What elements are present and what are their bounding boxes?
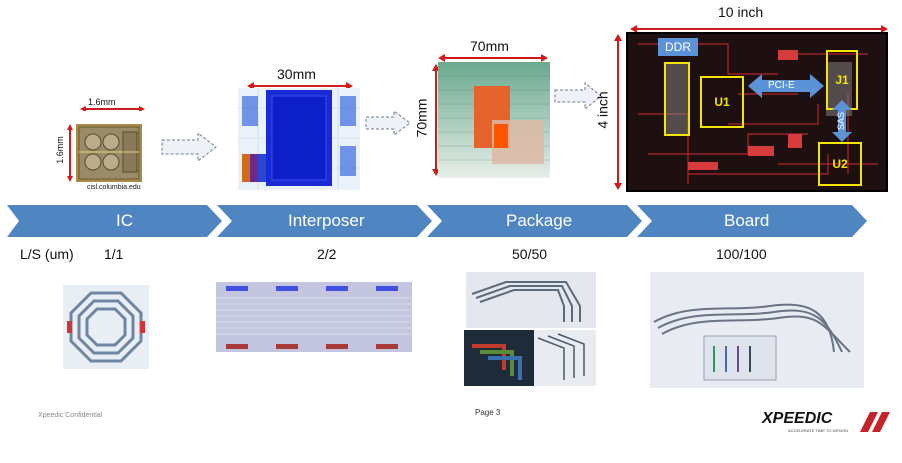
board-trace-image [650,272,864,388]
interposer-trace-image [216,282,412,352]
dashed-arrow-1 [161,131,217,163]
stage-label-ic: IC [116,211,133,230]
ic-dimension-height: 1.6mm [54,123,74,183]
ic-width-label: 1.6mm [88,97,116,107]
stage-chevron-package [427,205,642,237]
xpeedic-logo: XPEEDIC ACCELERATE TIME TO DESIGN [762,410,894,436]
dashed-arrow-2 [365,110,411,136]
package-3d-image-2 [534,330,596,386]
ls-ic: 1/1 [104,246,124,262]
ic-dimension-width: 1.6mm [78,97,148,111]
package-width-arrow [438,54,548,62]
board-pcie-label: PCI-E [768,80,795,91]
stage-label-package: Package [506,211,573,230]
package-trace-image [466,272,596,328]
ic-inductor-image [63,285,149,369]
board-height-label: 4 inch [594,91,611,129]
ls-interposer: 2/2 [317,246,337,262]
dashed-arrow-3 [554,81,602,111]
interposer-dimension-width: 30mm [245,66,355,90]
stage-chevron-interposer [217,205,432,237]
package-height-label: 70mm [413,98,430,138]
board-ddr-highlight [664,62,690,136]
ic-die-image [76,124,142,182]
interposer-width-label: 30mm [277,66,316,82]
package-image [438,62,550,178]
ls-board: 100/100 [716,246,767,262]
footer-page-number: Page 3 [475,408,501,417]
ic-height-label: 1.6mm [54,136,65,164]
ic-height-arrow [67,124,73,182]
board-ddr-label: DDR [665,40,691,54]
board-width-label: 10 inch [718,4,764,20]
ls-header: L/S (um) [20,246,74,262]
board-ddr-callout: DDR [658,38,698,56]
board-pcie-arrow [748,74,824,98]
board-sas-label: SAS [836,111,847,131]
stage-chevron-board [637,205,867,237]
board-u1-label: U1 [714,95,730,109]
stage-label-board: Board [724,211,770,230]
board-u2-highlight: U2 [818,142,862,186]
board-sas-arrow [832,100,852,142]
interposer-width-arrow [247,82,353,90]
board-height-arrow [614,34,622,190]
package-dimension-height: 70mm [413,62,438,178]
footer-confidential: Xpeedic Confidential [38,412,103,419]
ic-credit: cisl.columbia.edu [87,184,141,191]
board-dimension-height: 4 inch [594,32,622,192]
package-width-label: 70mm [470,38,509,54]
stage-band [7,205,867,237]
ls-package: 50/50 [512,246,548,262]
board-u1-highlight: U1 [700,76,744,128]
board-image: DDR U1 PCI-E J1 SAS U2 [626,32,888,192]
board-dimension-width: 10 inch [628,4,890,34]
logo-tagline: ACCELERATE TIME TO DESIGN [788,428,848,433]
stage-chevron-ic [7,205,222,237]
board-u2-label: U2 [832,157,848,171]
ic-width-arrow [80,106,145,111]
board-width-arrow [630,25,888,33]
board-j1-label: J1 [835,73,849,87]
package-3d-image-1 [464,330,534,386]
package-height-arrow [432,64,438,176]
interposer-image [238,88,360,190]
stage-label-interposer: Interposer [288,211,365,230]
logo-wordmark: XPEEDIC [762,410,833,427]
package-dimension-width: 70mm [436,38,550,62]
logo-stripes [860,412,890,432]
